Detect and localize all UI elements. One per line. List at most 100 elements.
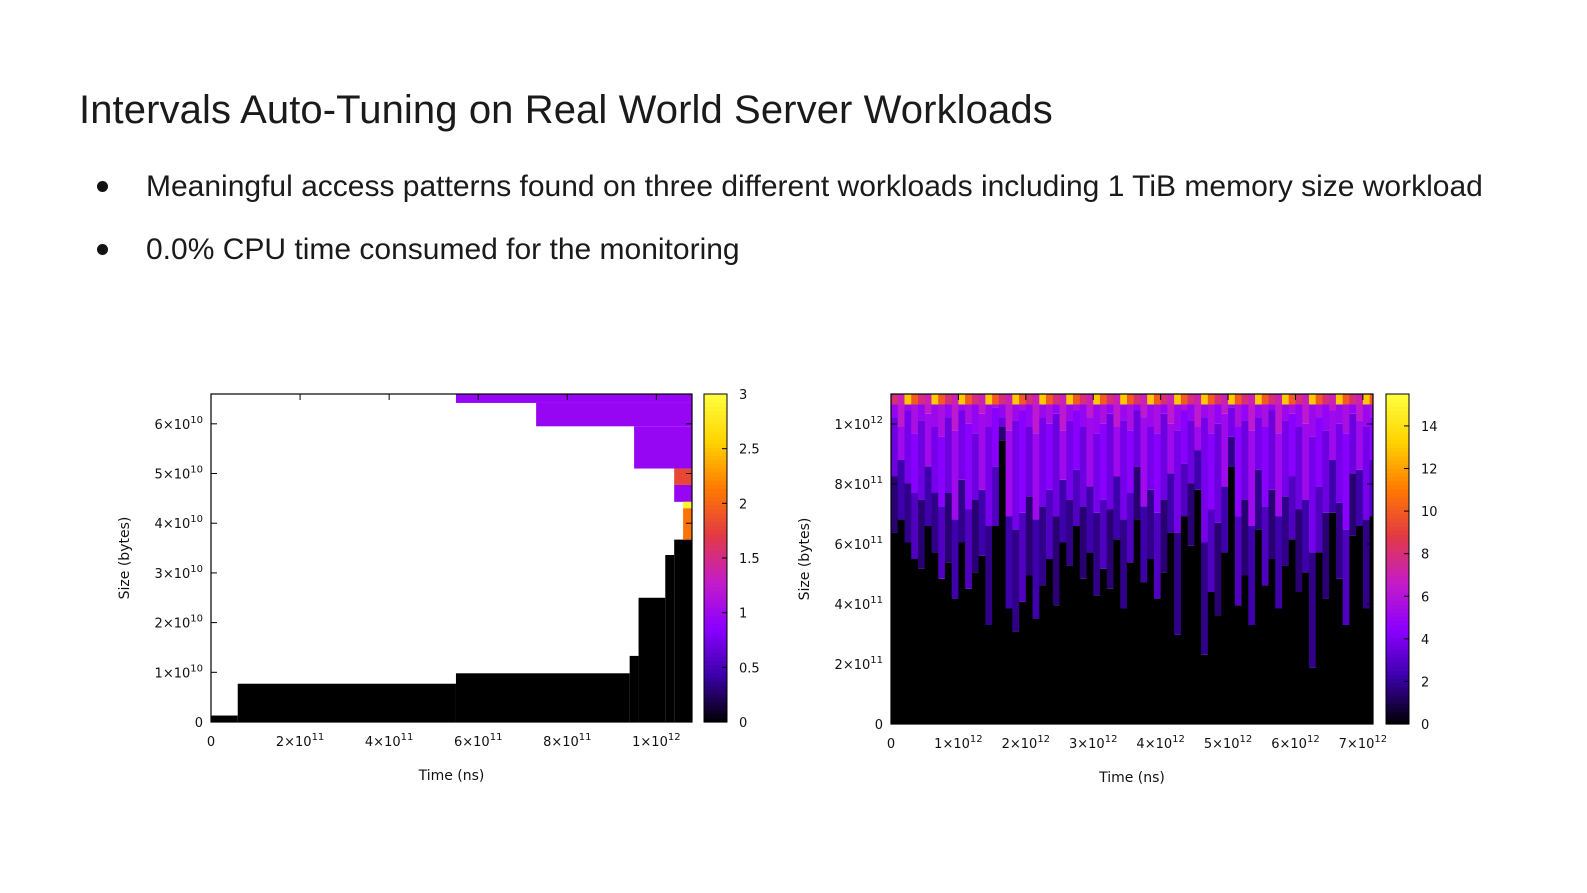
heatmap-cell [897,519,905,724]
heatmap-cell [1248,404,1256,431]
heatmap-cell [1059,479,1067,543]
heatmap-cell [924,404,932,414]
heatmap-cell [1093,404,1101,434]
heatmap-cell [1012,420,1020,530]
heatmap-cell [1126,562,1135,724]
heatmap-cell [1234,427,1242,517]
colorbar-segment [1386,649,1409,655]
heatmap-cell [1032,394,1040,405]
heatmap-cell [1093,433,1101,513]
heatmap-cell [904,404,912,411]
heatmap-cell [1255,469,1263,530]
heatmap-cell [1073,469,1081,526]
heatmap-cell [1329,410,1337,460]
heatmap-cell [1052,516,1060,606]
colorbar-tick-label: 2 [1421,675,1429,690]
heatmap-cell [1275,433,1283,517]
heatmap-cell [958,410,966,480]
heatmap-cell [958,542,966,724]
heatmap-cell [1180,410,1189,464]
colorbar-segment [704,717,727,723]
heatmap-cell [938,394,946,405]
colorbar-tick-label: 1.5 [739,552,760,567]
colorbar-segment [704,705,727,711]
colorbar-segment [1386,418,1409,424]
heatmap-cell [1194,489,1202,724]
bullet-dot-icon [97,244,108,255]
heatmap-cell [629,655,639,722]
heatmap-cell [1113,476,1121,540]
colorbar-segment [1386,620,1409,626]
colorbar-segment [1386,563,1409,568]
colorbar-segment [704,631,727,637]
colorbar-segment [704,517,727,522]
heatmap-cell [674,468,692,485]
heatmap-cell [1187,394,1195,405]
colorbar-segment [1386,600,1409,605]
colorbar-segment [1386,526,1409,531]
colorbar-segment [1386,653,1409,659]
colorbar-segment [1386,476,1409,482]
heatmap-cell [1019,512,1027,602]
colorbar-segment [1386,455,1409,461]
y-tick-label: 1×1012 [835,415,883,433]
colorbar-segment [704,476,727,481]
heatmap-cell [1362,519,1371,609]
x-axis-label: Time (ns) [1098,770,1165,786]
heatmap-cell [951,519,959,599]
colorbar-segment [704,447,727,452]
heatmap-cell [1369,516,1374,724]
heatmap-cell [1228,404,1236,408]
heatmap-cell [1180,463,1189,517]
heatmap-cell [1302,572,1310,724]
colorbar-segment [704,664,727,670]
heatmap-cell [911,394,919,405]
colorbar-segment [1386,633,1409,638]
y-tick-label: 6×1010 [155,415,203,433]
heatmap-cell [1268,559,1276,724]
y-tick-label: 0 [875,718,883,733]
heatmap-cell [1295,394,1303,405]
heatmap-cell [1261,394,1269,405]
heatmap-cell [1133,466,1141,520]
heatmap-cell [1315,486,1323,553]
x-tick-label: 8×1011 [543,732,591,750]
heatmap-cell [897,427,905,460]
heatmap-cell [1349,535,1357,724]
heatmap-cell [1234,605,1242,724]
heatmap-cell [1133,404,1141,411]
heatmap-cell [1180,516,1189,724]
colorbar-segment [704,426,727,432]
colorbar-segment [704,660,727,666]
colorbar-segment [1386,691,1409,696]
heatmap-cell [1214,615,1222,724]
colorbar-segment [704,697,727,703]
heatmap-cell [1228,394,1236,405]
colorbar-segment [704,549,727,555]
heatmap-cell [1093,595,1101,724]
colorbar-tick-label: 0 [739,716,747,731]
colorbar-segment [704,623,727,629]
colorbar-segment [704,410,727,416]
x-tick-label: 0 [887,737,895,752]
heatmap-cell [1032,404,1040,434]
heatmap-cell [1046,394,1054,405]
heatmap-cell [985,427,993,526]
colorbar-segment [704,525,727,530]
heatmap-cell [944,394,953,405]
heatmap-cell [938,404,946,437]
colorbar-segment [1386,596,1409,601]
heatmap-cell [1201,394,1209,405]
y-tick-label: 2×1011 [835,655,883,673]
heatmap-cell [1147,404,1155,427]
colorbar-segment [1386,431,1409,436]
colorbar-segment [704,627,727,633]
colorbar-segment [704,508,727,514]
x-tick-label: 1×1012 [632,732,680,750]
heatmap-cell [1207,509,1215,592]
heatmap-cell [1288,413,1296,477]
heatmap-cell [1302,394,1310,405]
colorbar-segment [704,480,727,485]
colorbar-segment [704,672,727,678]
